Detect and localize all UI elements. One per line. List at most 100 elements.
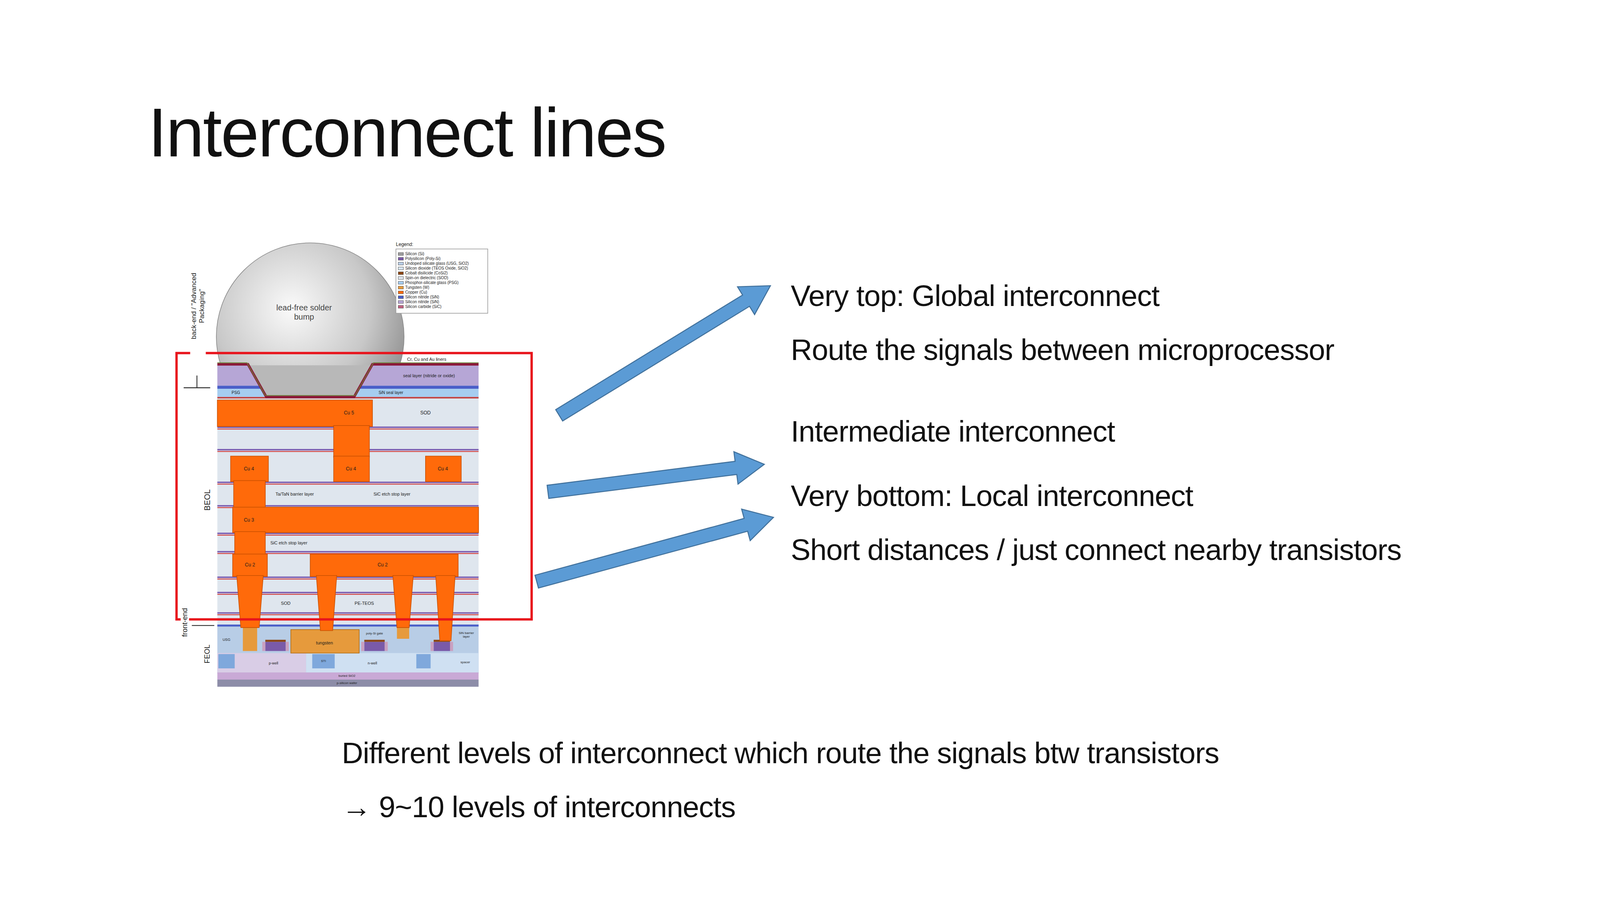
illustration-part bbox=[333, 425, 370, 458]
illustration-part bbox=[265, 639, 286, 642]
illustration-part bbox=[217, 364, 479, 398]
layer-label: Cu 2 bbox=[244, 562, 255, 568]
legend-text: Silicon dioxide (TEOS Oxide, SiO2) bbox=[405, 266, 468, 271]
illustration-part bbox=[217, 400, 479, 641]
legend-swatch bbox=[398, 271, 404, 275]
illustration-part bbox=[216, 242, 404, 366]
legend-text: Copper (Cu) bbox=[405, 290, 428, 295]
illustration-part bbox=[233, 480, 266, 509]
layer-label: poly-Si gate bbox=[366, 632, 383, 636]
illustration-part bbox=[232, 507, 479, 533]
layer-label: Cu 4 bbox=[244, 466, 254, 473]
illustration-part bbox=[416, 654, 431, 669]
layer-label: Cu 5 bbox=[344, 410, 354, 416]
illustration-part bbox=[364, 642, 385, 652]
illustration-part bbox=[396, 248, 488, 314]
layer-label: Cu 4 bbox=[346, 466, 356, 473]
section-label: front-end bbox=[180, 606, 189, 638]
section-label: back-end / "Advanced Packaging" bbox=[190, 256, 206, 356]
illustration-part bbox=[430, 642, 434, 652]
legend-heading: Legend: bbox=[396, 242, 414, 248]
illustration-part bbox=[285, 642, 289, 652]
note-text: Different levels of interconnect which r… bbox=[342, 736, 1220, 770]
illustration-part bbox=[435, 575, 455, 641]
legend-text: Silicon nitride (SiN) bbox=[405, 294, 440, 300]
legend-swatch bbox=[398, 252, 404, 256]
legend-swatch bbox=[398, 262, 404, 266]
illustration-part bbox=[290, 629, 360, 654]
description-text: Short distances / just connect nearby tr… bbox=[790, 532, 1402, 567]
layer-label: SiN barrier layer bbox=[455, 631, 478, 639]
layer-label: p-well bbox=[268, 661, 279, 666]
legend-text: Silicon nitride (SiN) bbox=[405, 299, 440, 305]
illustration-part bbox=[242, 626, 258, 651]
legend-row: Phosphor-silicate glass (PSG) bbox=[398, 280, 469, 286]
illustration-part bbox=[230, 456, 269, 482]
note-text: → 9~10 levels of interconnects bbox=[342, 790, 736, 824]
illustration-part bbox=[433, 642, 450, 652]
layer-label: n-well bbox=[367, 661, 378, 666]
illustration-part bbox=[265, 642, 286, 652]
description-text: Very top: Global interconnect bbox=[790, 278, 1160, 313]
illustration-part bbox=[450, 642, 454, 652]
layer-label: seal layer (nitride or oxide) bbox=[403, 372, 456, 378]
layer-label: spacer bbox=[460, 660, 470, 664]
part-label: lead-free solder bump bbox=[276, 303, 332, 322]
layer-label: STI bbox=[320, 659, 326, 663]
illustration-part bbox=[217, 672, 479, 680]
layer-label: USG bbox=[222, 637, 231, 642]
section-label: BEOL bbox=[202, 488, 212, 512]
callout-arrow bbox=[547, 451, 765, 499]
legend-swatch bbox=[398, 281, 404, 285]
illustration-part bbox=[333, 456, 370, 482]
callout-arrow bbox=[555, 285, 771, 421]
illustration-part bbox=[217, 400, 373, 427]
illustration-part bbox=[248, 364, 373, 398]
layer-label: Cr, Cu and Au liners bbox=[407, 356, 447, 362]
layer-label: p-silicon wafer bbox=[336, 681, 358, 685]
legend-text: Phosphor-silicate glass (PSG) bbox=[405, 280, 459, 286]
layer-label: Cu 2 bbox=[377, 562, 388, 568]
legend-row: Silicon nitride (SiN) bbox=[398, 294, 469, 300]
legend-row: Silicon nitride (SiN) bbox=[398, 299, 469, 305]
layer-label: PSG bbox=[231, 390, 240, 396]
illustration-part bbox=[316, 575, 337, 631]
legend-swatch bbox=[398, 305, 404, 309]
legend-swatch bbox=[398, 257, 404, 261]
layer-label: buried SiO2 bbox=[338, 674, 356, 678]
slide-title: Interconnect lines bbox=[148, 93, 666, 173]
illustration-part bbox=[534, 285, 774, 588]
legend-row: Undoped silicate glass (USG, SiO2) bbox=[398, 261, 469, 266]
illustration-part bbox=[217, 362, 479, 396]
layer-label: PE-TEOS bbox=[354, 600, 374, 606]
illustration-part bbox=[217, 653, 306, 673]
illustration-part bbox=[176, 353, 532, 620]
illustration-part bbox=[425, 456, 462, 482]
illustration-part bbox=[384, 642, 388, 652]
illustration-part bbox=[310, 554, 459, 577]
illustration-part bbox=[364, 639, 385, 642]
illustration-part bbox=[192, 625, 215, 626]
illustration-part bbox=[232, 554, 268, 577]
legend-row: Silicon dioxide (TEOS Oxide, SiO2) bbox=[398, 266, 469, 271]
callout-arrow bbox=[534, 509, 774, 588]
layer-label: Cu 4 bbox=[437, 466, 448, 473]
illustration-part bbox=[262, 642, 266, 652]
legend-row: Copper (Cu) bbox=[398, 290, 469, 295]
legend-row: Silicon (Si) bbox=[398, 251, 469, 257]
illustration-part bbox=[306, 653, 479, 673]
legend-text: Cobalt disilicide (CoSi2) bbox=[405, 270, 448, 276]
legend-swatch bbox=[398, 276, 404, 280]
illustration-part bbox=[234, 531, 266, 556]
layer-label: tungsten bbox=[316, 640, 333, 646]
layer-label: Ta/TaN barrier layer bbox=[275, 491, 314, 497]
legend-swatch bbox=[398, 295, 404, 299]
legend-text: Tungsten (W) bbox=[405, 285, 430, 290]
legend-text: Undoped silicate glass (USG, SiO2) bbox=[405, 261, 469, 266]
layer-label: SiN seal layer bbox=[378, 390, 404, 396]
illustration-part bbox=[218, 654, 235, 669]
layer-label: SiC etch stop layer bbox=[270, 540, 308, 546]
legend-row: Cobalt disilicide (CoSi2) bbox=[398, 270, 469, 276]
legend-row: Silicon carbide (SiC) bbox=[398, 304, 469, 310]
